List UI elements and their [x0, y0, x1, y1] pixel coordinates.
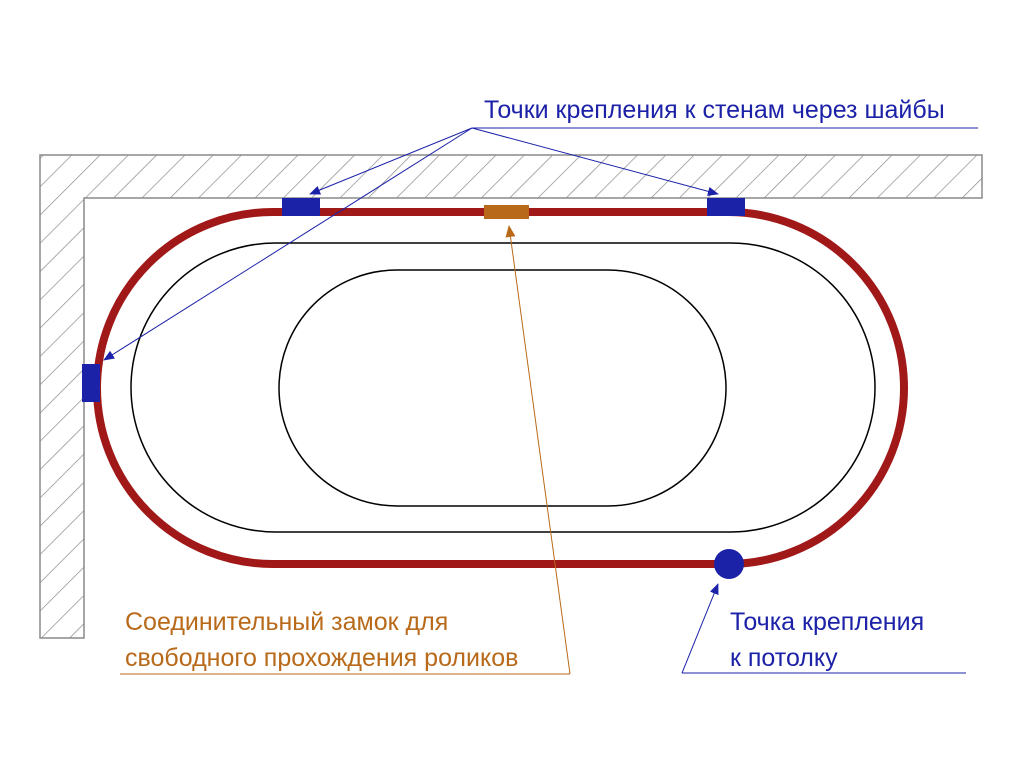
wall-hatch — [39, 154, 983, 639]
connector-label-line1: Соединительный замок для — [125, 608, 448, 636]
leader-wall-left-side — [103, 127, 473, 361]
wall-mount-left-side — [82, 364, 100, 402]
ceiling-mount-point — [714, 549, 744, 579]
bathtub-inner-outline — [278, 269, 727, 507]
leader-connector — [505, 225, 571, 675]
connector-label-line2: свободного прохождения роликов — [125, 644, 518, 672]
bathtub-outer-outline — [130, 242, 876, 533]
leader-wall-left-top — [309, 127, 473, 195]
curtain-rail — [93, 208, 908, 568]
wall-mount-left-top — [282, 198, 320, 216]
ceiling-label-line2: к потолку — [730, 644, 838, 672]
connector-lock — [484, 205, 529, 219]
ceiling-label-line1: Точка крепления — [730, 608, 924, 636]
leader-wall-right-top — [471, 127, 719, 196]
wall-mount-right-top — [707, 198, 745, 216]
wall-fixing-label: Точки крепления к стенам через шайбы — [484, 96, 945, 124]
leader-ceiling — [681, 583, 719, 674]
